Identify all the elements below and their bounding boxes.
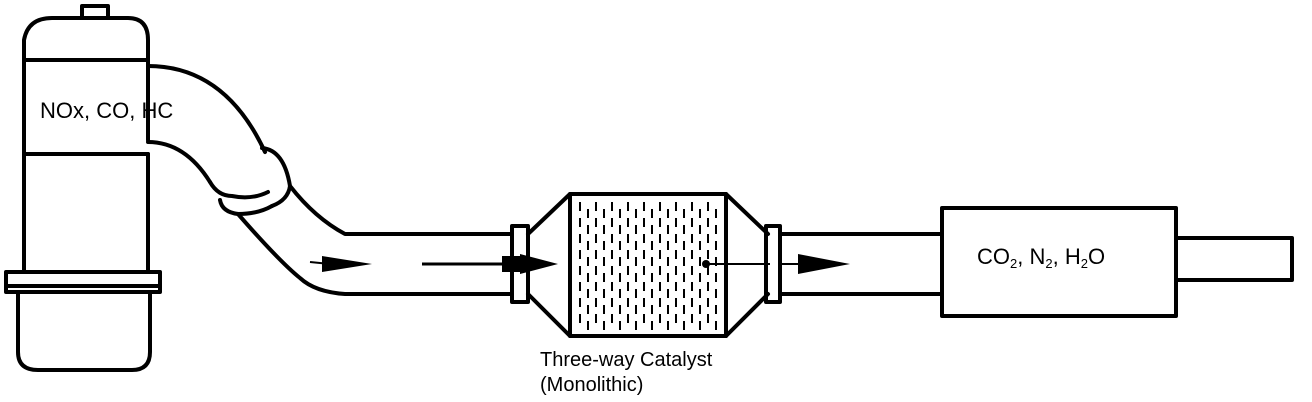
flow-arrow-1 bbox=[309, 256, 372, 272]
flow-arrow-2 bbox=[422, 254, 558, 274]
outlet-gases-label: CO2, N2, H2O bbox=[977, 244, 1106, 271]
exhaust-manifold bbox=[146, 64, 514, 296]
engine-block bbox=[4, 4, 162, 372]
exit-pipe bbox=[1174, 236, 1294, 282]
catalyst-label: Three-way Catalyst bbox=[540, 349, 713, 371]
inlet-flange bbox=[510, 224, 530, 304]
catalytic-converter bbox=[526, 192, 770, 338]
tail-pipe bbox=[778, 232, 944, 296]
flow-arrow-3 bbox=[780, 254, 850, 274]
catalyst-type-label: (Monolithic) bbox=[540, 374, 644, 396]
inlet-gases-label: NOx, CO, HC bbox=[40, 98, 174, 123]
muffler bbox=[940, 206, 1178, 318]
monolith-channels bbox=[579, 202, 717, 330]
